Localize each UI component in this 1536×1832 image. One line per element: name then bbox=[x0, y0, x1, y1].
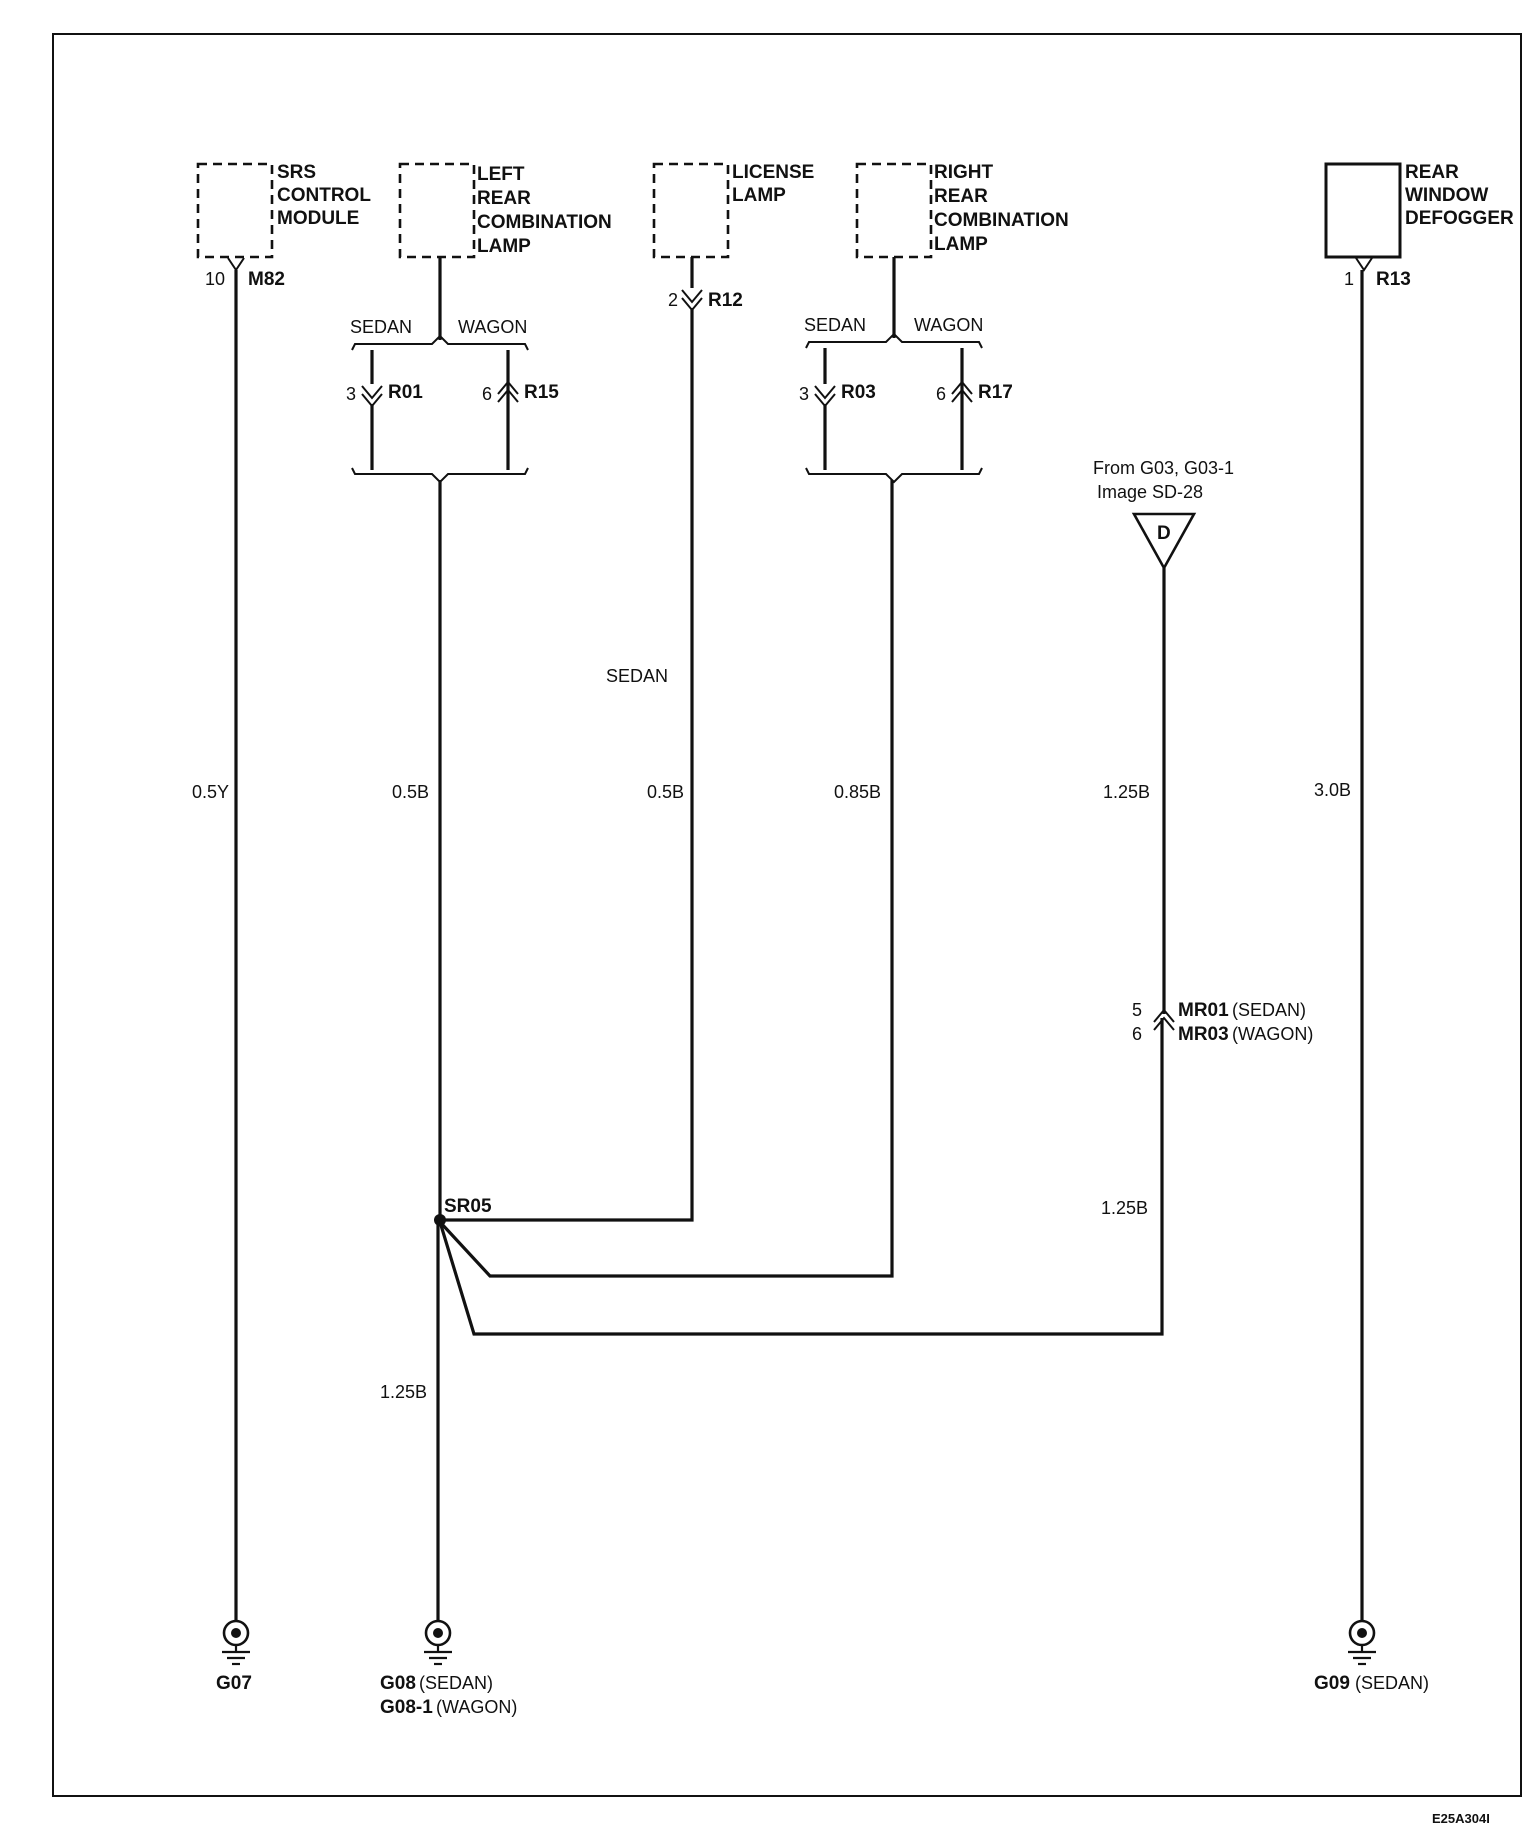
left-lamp-label-line3: COMBINATION bbox=[477, 212, 612, 233]
right-lamp-label-line4: LAMP bbox=[934, 234, 988, 255]
left-wagon-label: WAGON bbox=[458, 317, 527, 337]
wire-label-1.25B-upper: 1.25B bbox=[1103, 782, 1150, 802]
wire-0.85B-right bbox=[438, 480, 894, 1278]
from-ref-letter: D bbox=[1157, 523, 1171, 544]
right-lamp-label-line2: REAR bbox=[934, 186, 988, 207]
r12-pin: 2 bbox=[668, 290, 678, 310]
ground-g08-symbol bbox=[424, 1619, 452, 1666]
defogger-label-line1: REAR bbox=[1405, 162, 1459, 183]
defogger-label-line2: WINDOW bbox=[1405, 185, 1488, 206]
splice-sr05-label: SR05 bbox=[444, 1196, 492, 1217]
license-sedan-label: SEDAN bbox=[606, 666, 668, 686]
wire-1.25B-lower bbox=[438, 1018, 1164, 1336]
ground-g08-name: G08 bbox=[380, 1673, 416, 1694]
right-lamp-label-line1: RIGHT bbox=[934, 162, 994, 183]
left-lamp-label-line4: LAMP bbox=[477, 236, 531, 257]
left-sedan-label: SEDAN bbox=[350, 317, 412, 337]
right-bottom-brace bbox=[805, 467, 983, 484]
r01-name: R01 bbox=[388, 382, 423, 403]
srs-label-line2: CONTROL bbox=[277, 185, 371, 206]
from-ref-triangle bbox=[1131, 512, 1197, 571]
r01-connector-symbol bbox=[361, 385, 383, 408]
license-lamp-box bbox=[652, 162, 730, 259]
r17-connector-symbol bbox=[951, 380, 973, 403]
defogger-label-line3: DEFOGGER bbox=[1405, 208, 1514, 229]
srs-control-module-box bbox=[196, 162, 274, 259]
left-lamp-label-line1: LEFT bbox=[477, 164, 525, 185]
r01-pin: 3 bbox=[346, 384, 356, 404]
ground-g07-symbol bbox=[222, 1619, 250, 1666]
mr01-mr03-connector-symbol bbox=[1153, 1008, 1175, 1031]
r03-pin: 3 bbox=[799, 384, 809, 404]
right-top-brace bbox=[805, 332, 983, 349]
wire-label-0.5B-left: 0.5B bbox=[392, 782, 429, 802]
right-lamp-label-line3: COMBINATION bbox=[934, 210, 1069, 231]
r12-connector-symbol bbox=[681, 289, 703, 312]
right-wagon-label: WAGON bbox=[914, 315, 983, 335]
r12-name: R12 bbox=[708, 290, 743, 311]
ground-g09-suffix: (SEDAN) bbox=[1355, 1673, 1429, 1693]
mr01-name: MR01 bbox=[1178, 1000, 1229, 1021]
m82-name: M82 bbox=[248, 269, 285, 290]
r15-name: R15 bbox=[524, 382, 559, 403]
left-bottom-brace bbox=[351, 467, 529, 484]
ground-g09-name: G09 bbox=[1314, 1673, 1350, 1694]
left-top-brace bbox=[351, 334, 529, 351]
r13-name: R13 bbox=[1376, 269, 1411, 290]
left-rear-combination-lamp-box bbox=[398, 162, 476, 259]
wire-0.5B-license bbox=[440, 308, 694, 1222]
diagram-frame bbox=[52, 33, 1522, 1797]
from-ref-line2: Image SD-28 bbox=[1097, 482, 1203, 502]
mr01-pin: 5 bbox=[1132, 1000, 1142, 1020]
wire-label-1.25B-ground: 1.25B bbox=[380, 1382, 427, 1402]
wire-label-1.25B-lower: 1.25B bbox=[1101, 1198, 1148, 1218]
ground-g08-1-name: G08-1 bbox=[380, 1697, 433, 1718]
r17-name: R17 bbox=[978, 382, 1013, 403]
ground-g08-1-suffix: (WAGON) bbox=[436, 1697, 517, 1717]
r15-pin: 6 bbox=[482, 384, 492, 404]
wire-label-0.5Y: 0.5Y bbox=[192, 782, 229, 802]
mr01-suffix: (SEDAN) bbox=[1232, 1000, 1306, 1020]
right-sedan-label: SEDAN bbox=[804, 315, 866, 335]
wire-label-3.0B: 3.0B bbox=[1314, 780, 1351, 800]
r13-connector-symbol bbox=[1355, 257, 1373, 272]
license-label-line2: LAMP bbox=[732, 185, 786, 206]
r13-pin: 1 bbox=[1344, 269, 1354, 289]
srs-label-line3: MODULE bbox=[277, 208, 359, 229]
srs-label-line1: SRS bbox=[277, 162, 316, 183]
left-lamp-label-line2: REAR bbox=[477, 188, 531, 209]
m82-pin: 10 bbox=[205, 269, 225, 289]
license-label-line1: LICENSE bbox=[732, 162, 814, 183]
rear-window-defogger-box bbox=[1324, 162, 1402, 259]
wire-label-0.5B-license: 0.5B bbox=[647, 782, 684, 802]
r03-connector-symbol bbox=[814, 385, 836, 408]
ground-g09-symbol bbox=[1348, 1619, 1376, 1666]
mr03-name: MR03 bbox=[1178, 1024, 1229, 1045]
ground-g07-label: G07 bbox=[216, 1673, 252, 1694]
mr03-suffix: (WAGON) bbox=[1232, 1024, 1313, 1044]
wire-label-0.85B: 0.85B bbox=[834, 782, 881, 802]
ground-g08-suffix: (SEDAN) bbox=[419, 1673, 493, 1693]
right-rear-combination-lamp-box bbox=[855, 162, 933, 259]
mr03-pin: 6 bbox=[1132, 1024, 1142, 1044]
r03-name: R03 bbox=[841, 382, 876, 403]
from-ref-line1: From G03, G03-1 bbox=[1093, 458, 1234, 478]
r17-pin: 6 bbox=[936, 384, 946, 404]
figure-code: E25A304I bbox=[1432, 1811, 1490, 1826]
m82-connector-symbol bbox=[227, 257, 245, 272]
r15-connector-symbol bbox=[497, 380, 519, 403]
